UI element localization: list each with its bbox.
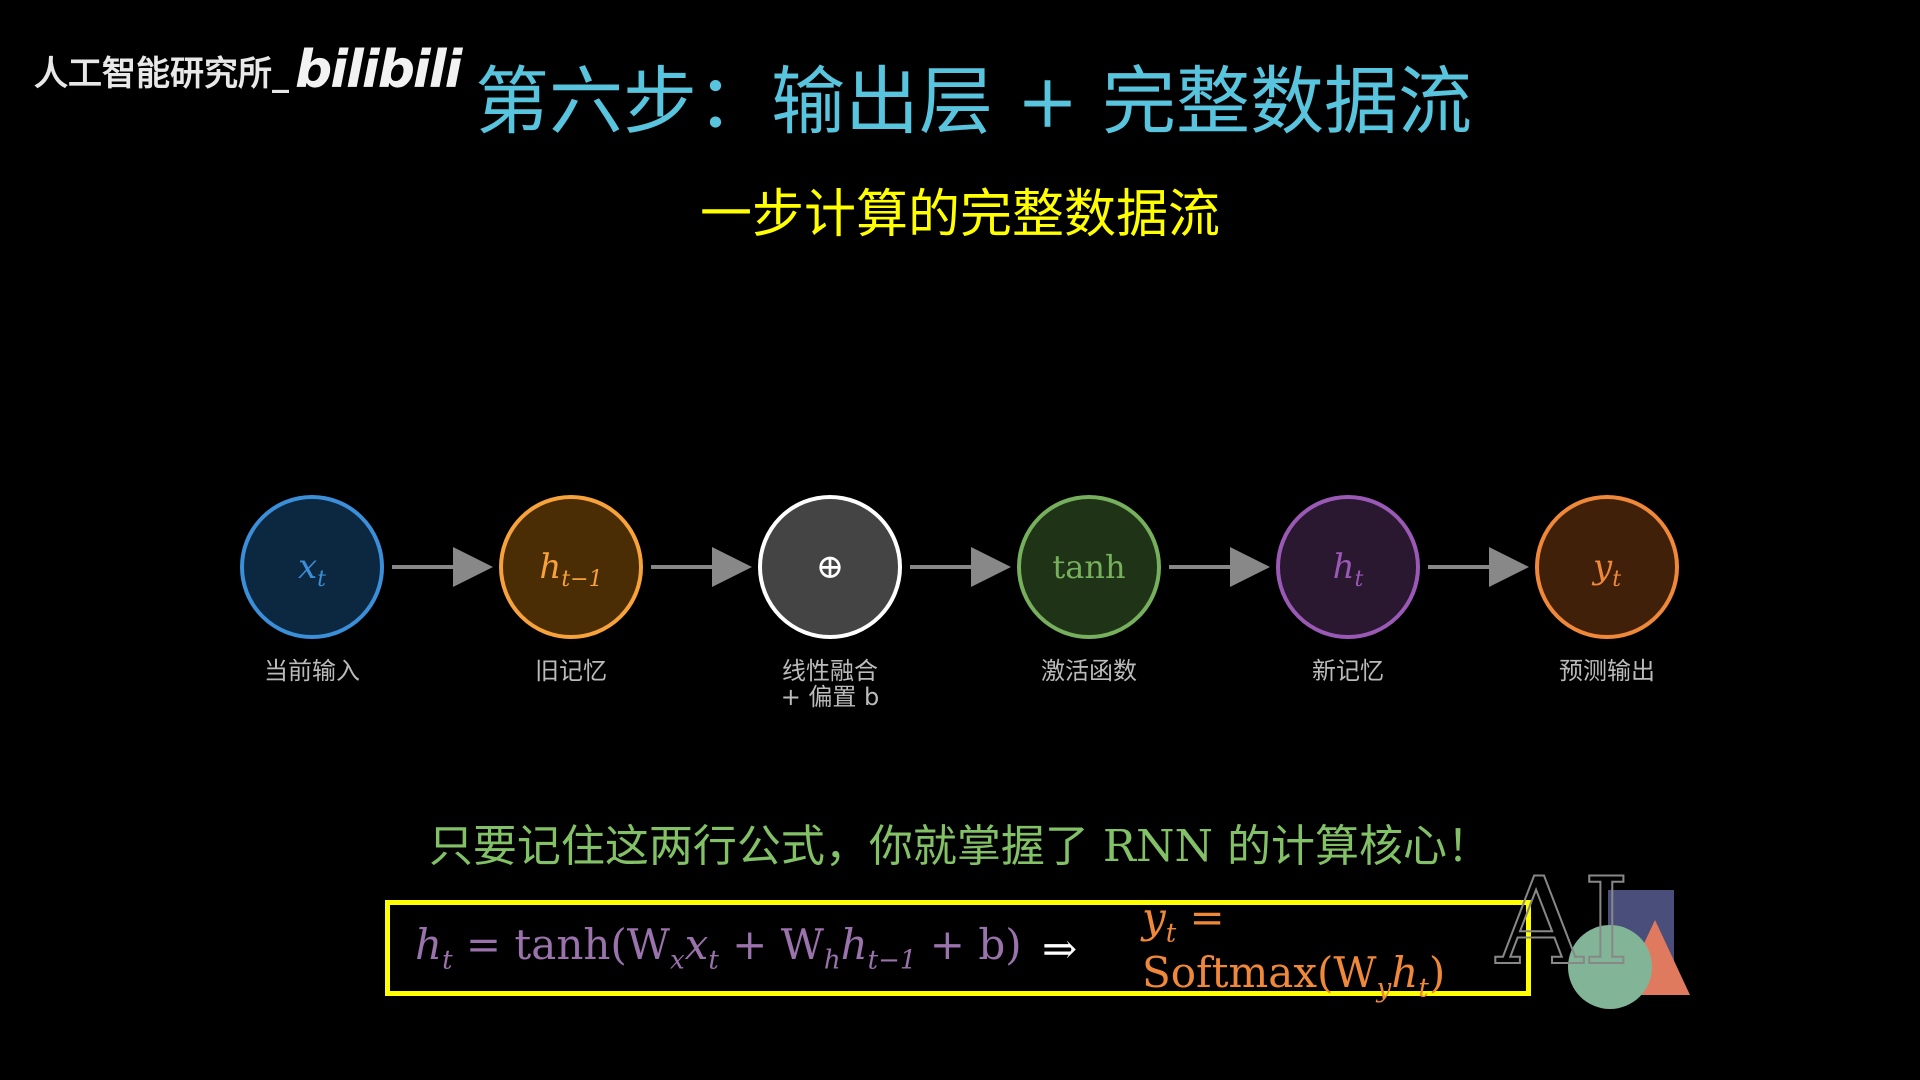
flow-node-label: 线性融合: [782, 657, 878, 685]
flow-node-label: 新记忆: [1312, 657, 1384, 685]
flow-node-symbol: tanh: [1052, 548, 1125, 586]
highlight-text: 只要记住这两行公式，你就掌握了 RNN 的计算核心！: [428, 821, 1492, 872]
flow-node-label: 预测输出: [1559, 657, 1655, 685]
flow-node-circle: [1276, 495, 1420, 639]
flow-node-circle: [1017, 495, 1161, 639]
flow-node-circle: [1535, 495, 1679, 639]
watermark: 人工智能研究所_ bilibili: [34, 40, 462, 100]
bilibili-logo: bilibili: [295, 40, 462, 100]
hidden-state-formula: ht = tanh(Wxxt + Whht−1 + b): [415, 920, 1022, 976]
page-title: 第六步：输出层 + 完整数据流: [475, 59, 1473, 145]
flow-node-label: 激活函数: [1041, 657, 1137, 685]
page-subtitle: 一步计算的完整数据流: [699, 185, 1220, 245]
flow-node-circle: [758, 495, 902, 639]
logo-circle: [1568, 925, 1652, 1009]
watermark-text: 人工智能研究所_: [34, 53, 289, 94]
logo-text: AI: [1495, 855, 1630, 992]
implies-arrow: ⇒: [1042, 923, 1078, 973]
flow-node-circle: [240, 495, 384, 639]
formula-box: ht = tanh(Wxxt + Whht−1 + b) ⇒ yt = Soft…: [385, 893, 1531, 1003]
ai-logo: AI: [1494, 855, 1690, 1009]
output-formula: yt = Softmax(Wyht): [1142, 892, 1446, 1004]
flow-node-label-secondary: + 偏置 b: [781, 683, 880, 711]
flow-node-circle: [499, 495, 643, 639]
flow-node-label: 当前输入: [264, 657, 360, 685]
flow-node-symbol: ⊕: [816, 547, 845, 587]
flow-node-label: 旧记忆: [535, 657, 607, 685]
